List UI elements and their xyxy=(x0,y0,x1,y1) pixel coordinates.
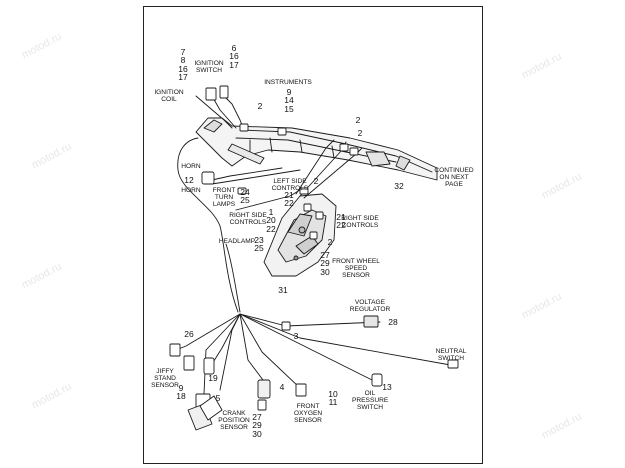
connector-4-callout: 4 xyxy=(279,382,285,392)
horn-label-bottom: HORN xyxy=(181,187,201,194)
turn-lamps-callout: 24 25 xyxy=(240,187,250,206)
connector-callout: 2 xyxy=(357,128,363,138)
oil-pressure-callout: 13 xyxy=(382,382,392,392)
ignition-coil-label: IGNITION COIL xyxy=(154,89,184,104)
headlamp-callout: 23 25 xyxy=(254,235,264,254)
connector-callout: 2 xyxy=(257,101,263,111)
ignition-switch-label: IGNITION SWITCH xyxy=(194,60,224,75)
crank-position-sensor-label: CRANK POSITION SENSOR xyxy=(218,410,250,432)
ignition-coil-callout: 7 8 16 17 xyxy=(178,47,188,83)
horn-callout: 12 xyxy=(184,175,194,185)
connector-5-callout: 5 xyxy=(215,393,221,403)
front-turn-lamps-label: FRONT TURN LAMPS xyxy=(212,187,236,209)
right-side-controls-label-left: RIGHT SIDE CONTROLS xyxy=(229,212,267,227)
connector-callout: 2 xyxy=(313,176,319,186)
ignition-switch-callout: 6 16 17 xyxy=(229,43,239,70)
right-controls-left-callout: 1 20 22 xyxy=(266,207,276,234)
speed-sensor-callout: 27 29 30 xyxy=(320,250,330,277)
fairing-callout: 31 xyxy=(278,285,288,295)
voltage-regulator-label: VOLTAGE REGULATOR xyxy=(349,299,391,314)
crank-position-callout: 27 29 30 xyxy=(252,412,262,439)
left-controls-callout: 21 22 xyxy=(284,190,294,209)
connector-callout: 2 xyxy=(355,115,361,125)
right-controls-right-callout: 21 22 xyxy=(336,212,346,231)
jiffy-connector-callout: 26 xyxy=(184,329,194,339)
oxygen-sensor-callout: 10 11 xyxy=(328,389,338,408)
neutral-switch-label: NEUTRAL SWITCH xyxy=(435,348,467,363)
jiffy-stand-callout: 9 18 xyxy=(176,383,186,402)
left-side-controls-label: LEFT SIDE CONTROLS xyxy=(271,178,309,193)
horn-label-top: HORN xyxy=(181,163,201,170)
right-side-controls-label-right: RIGHT SIDE CONTROLS xyxy=(341,215,379,230)
front-oxygen-sensor-label: FRONT OXYGEN SENSOR xyxy=(293,403,323,425)
connectors xyxy=(169,85,459,431)
voltage-regulator-callout: 28 xyxy=(388,317,398,327)
continued-harness-callout: 32 xyxy=(394,181,404,191)
instruments-callout: 9 14 15 xyxy=(284,87,294,114)
oil-pressure-switch-label: OIL PRESSURE SWITCH xyxy=(352,390,389,412)
front-wheel-speed-sensor-label: FRONT WHEEL SPEED SENSOR xyxy=(332,258,380,280)
junction-callout: 3 xyxy=(293,331,299,341)
instruments-label: INSTRUMENTS xyxy=(264,79,312,86)
headlamp-label: HEADLAMP xyxy=(218,238,256,245)
frame-assembly xyxy=(195,117,438,181)
jiffy-stand-sensor-label: JIFFY STAND SENSOR xyxy=(151,368,179,390)
connector-callout: 2 xyxy=(327,237,333,247)
connector-19-callout: 19 xyxy=(208,373,218,383)
continued-label: CONTINUED ON NEXT PAGE xyxy=(434,167,474,189)
